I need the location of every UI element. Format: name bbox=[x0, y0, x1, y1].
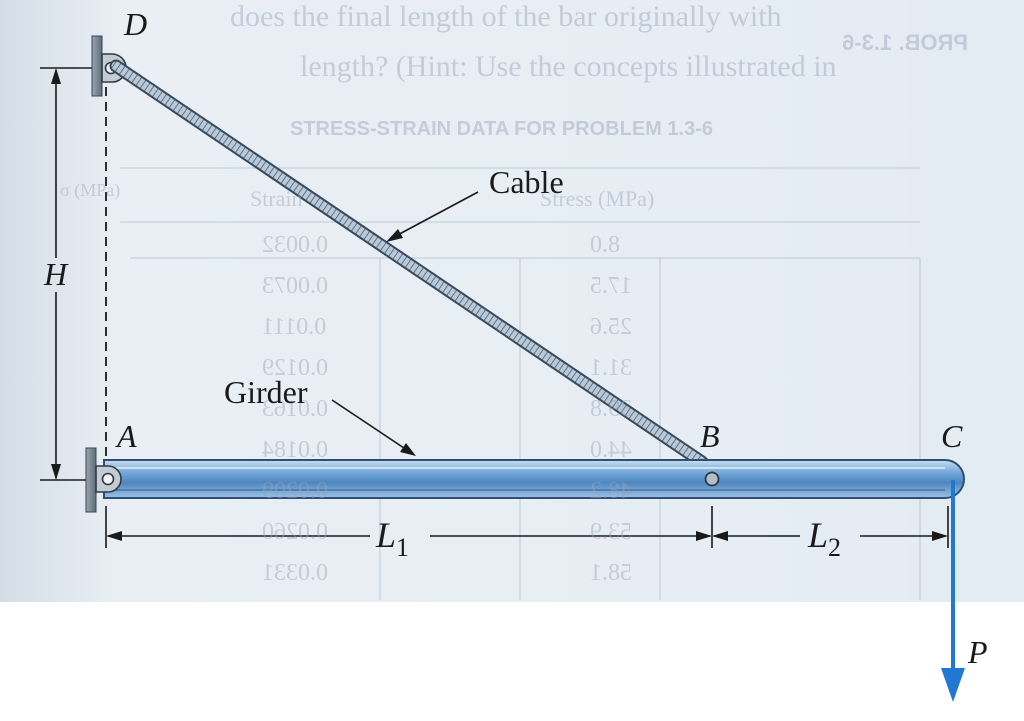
label-L2-sub: 2 bbox=[828, 533, 841, 563]
bleed-strain-cell: 0.0032 bbox=[262, 232, 328, 258]
label-B: B bbox=[700, 418, 720, 454]
bleed-stress-cell: 8.0 bbox=[590, 232, 620, 258]
label-P: P bbox=[968, 634, 988, 670]
label-L1-main: L bbox=[376, 515, 397, 555]
label-cable: Cable bbox=[489, 164, 564, 200]
bleed-stress-cell: 44.0 bbox=[590, 437, 632, 463]
label-L1: L1 bbox=[376, 514, 409, 563]
bleed-col-strain: Strain bbox=[250, 186, 303, 211]
cable bbox=[109, 59, 709, 469]
pin-joint-icon bbox=[704, 471, 720, 487]
support-A bbox=[85, 447, 122, 513]
bleed-col-sigma: σ (MPa) bbox=[60, 180, 121, 200]
girder bbox=[103, 459, 965, 499]
arrow-down-icon bbox=[941, 668, 965, 702]
bleed-strain-cell: 0.0184 bbox=[262, 437, 328, 463]
bleed-line-2: length? (Hint: Use the concepts illustra… bbox=[300, 50, 837, 83]
label-L1-sub: 1 bbox=[396, 533, 409, 563]
label-leaders bbox=[331, 191, 479, 456]
bleed-stress-cell: 53.9 bbox=[590, 519, 632, 545]
bleed-stress-cell: 17.5 bbox=[590, 273, 632, 299]
dimension-L bbox=[105, 506, 949, 548]
bleed-stress-cell: 31.1 bbox=[590, 355, 632, 381]
bleed-strain-cell: 0.0260 bbox=[262, 519, 328, 545]
bleed-stress-cell: 48.2 bbox=[590, 478, 632, 504]
bleed-strain-cell: 0.0331 bbox=[262, 560, 328, 586]
label-A: A bbox=[117, 418, 137, 454]
label-H: H bbox=[44, 256, 68, 292]
label-C: C bbox=[941, 418, 963, 454]
bleed-strain-cell: 0.0209 bbox=[262, 478, 328, 504]
label-L2-main: L bbox=[808, 515, 829, 555]
bleed-stress-cell: 58.1 bbox=[590, 560, 632, 586]
label-girder: Girder bbox=[224, 374, 308, 410]
bleed-col-stress: Stress (MPa) bbox=[540, 186, 655, 211]
white-margin bbox=[0, 602, 1024, 717]
label-D: D bbox=[124, 6, 148, 42]
bleed-stress-cell: 39.8 bbox=[590, 396, 632, 422]
bleed-strain-cell: 0.0111 bbox=[262, 314, 327, 340]
bleed-stress-cell: 25.6 bbox=[590, 314, 632, 340]
label-L2: L2 bbox=[808, 514, 841, 563]
bleed-line-1: does the final length of the bar origina… bbox=[230, 0, 782, 33]
bleed-prob: PROB. 1.3-6 bbox=[842, 30, 968, 55]
load-P bbox=[941, 480, 965, 702]
bleed-strain-cell: 0.0073 bbox=[262, 273, 328, 299]
bleed-table-title: STRESS-STRAIN DATA FOR PROBLEM 1.3-6 bbox=[290, 118, 713, 140]
